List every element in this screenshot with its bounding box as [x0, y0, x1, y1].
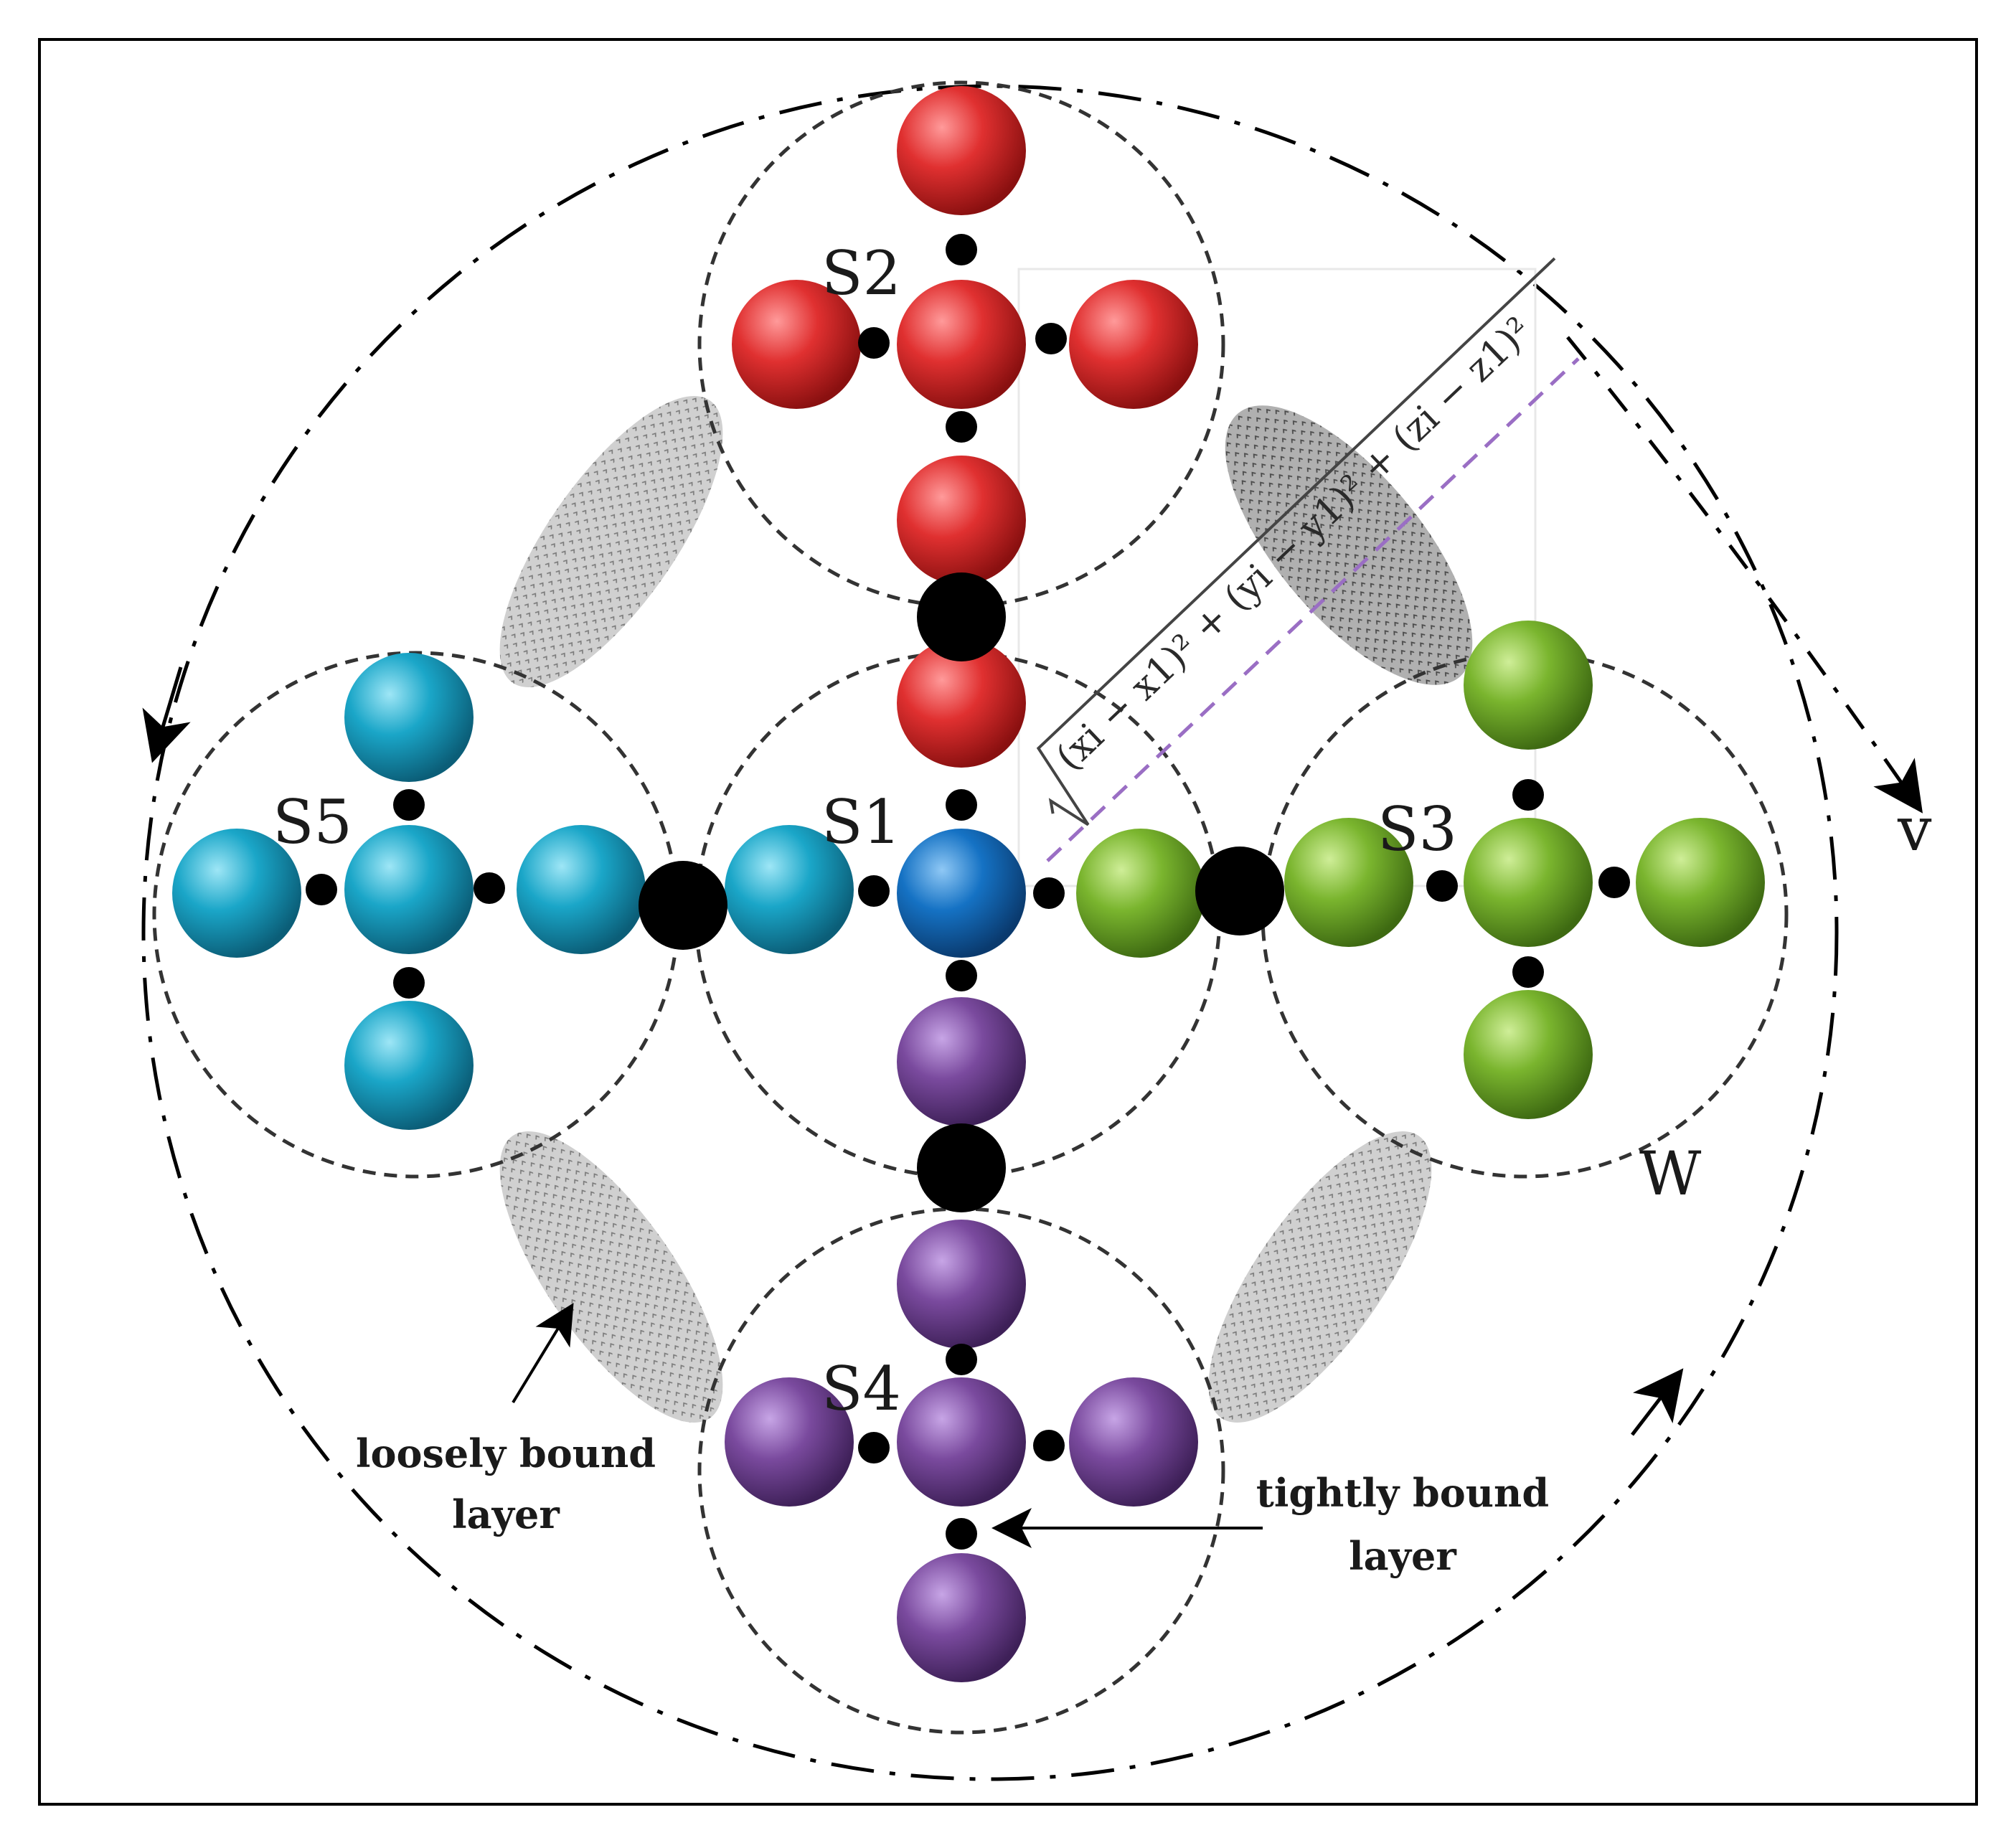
label-tightly-line1: tightly bound [1256, 1470, 1549, 1516]
molecules [172, 86, 1765, 1682]
bond-dot [393, 967, 425, 999]
bond-dot [1426, 870, 1458, 902]
atom [732, 280, 861, 409]
bond-dot [946, 411, 977, 443]
atom [1464, 990, 1593, 1119]
atom [725, 825, 854, 954]
atom [897, 456, 1026, 585]
bond-dot [1035, 323, 1067, 354]
label-loosely-line2: layer [452, 1491, 560, 1537]
molecule-s5 [172, 653, 854, 1130]
link-node-left [639, 861, 727, 950]
label-v: v [1897, 794, 1932, 864]
atom [897, 997, 1026, 1126]
arrow-outer-bottom-right [1631, 1368, 1684, 1436]
bond-dot [1512, 779, 1544, 811]
loose-layer-ellipse-bottom-right [1208, 1131, 1432, 1423]
atom [344, 825, 474, 954]
link-node-bottom [917, 1123, 1006, 1212]
velocity-arrow [1566, 336, 1923, 814]
bond-dot [946, 960, 977, 991]
molecule-s1 [858, 789, 1065, 991]
atom [344, 653, 474, 782]
outer-boundary-circle [141, 84, 1839, 1781]
atom [897, 280, 1026, 409]
atom [1636, 818, 1765, 947]
atom [1069, 1377, 1198, 1507]
bond-dot [306, 874, 337, 905]
distance-line [1046, 357, 1580, 862]
bond-dot [858, 875, 890, 907]
label-s2: S2 [821, 238, 901, 308]
radical-sign [1036, 257, 1556, 826]
arrow-outer-left [142, 666, 191, 763]
label-s5: S5 [273, 787, 352, 857]
atom [725, 1377, 854, 1507]
atom [172, 829, 301, 958]
atom [897, 638, 1026, 768]
atom [344, 1001, 474, 1130]
bond-dot [946, 1344, 977, 1375]
atom [1464, 621, 1593, 750]
center-atom [897, 829, 1026, 958]
atom [897, 1553, 1026, 1682]
link-node-right [1195, 847, 1284, 935]
molecule-s2 [732, 86, 1198, 768]
bond-dot [1033, 877, 1065, 909]
label-s1: S1 [821, 787, 901, 857]
bond-dot [474, 872, 505, 904]
label-s4: S4 [821, 1354, 901, 1424]
bond-dot [946, 789, 977, 821]
bond-dot [1512, 956, 1544, 988]
molecule-s3 [1076, 621, 1765, 1119]
bond-dot [1598, 867, 1630, 898]
bond-dot [946, 1518, 977, 1550]
molecule-s4 [725, 997, 1198, 1682]
figure-frame [38, 38, 1978, 1806]
bond-dot [946, 234, 977, 265]
atom [1284, 818, 1413, 947]
label-s3: S3 [1377, 794, 1457, 864]
bond-dot [1033, 1430, 1065, 1461]
loose-layer-ellipse-top-right [1225, 405, 1473, 685]
label-tightly-line2: layer [1349, 1533, 1456, 1579]
label-w: W [1639, 1138, 1702, 1209]
bond-dot [858, 327, 890, 359]
atom [897, 86, 1026, 215]
atom [897, 1377, 1026, 1507]
link-node-top [917, 572, 1006, 661]
bond-dot [393, 789, 425, 821]
bond-dot [858, 1432, 890, 1463]
atom [1069, 280, 1198, 409]
loose-layer-ellipse-bottom-left [499, 1131, 723, 1423]
label-loosely-line1: loosely bound [356, 1430, 656, 1476]
arrow-loosely-bound [512, 1303, 574, 1404]
atom [897, 1220, 1026, 1349]
atom [1076, 829, 1205, 958]
atom [1464, 818, 1593, 947]
loose-layer-ellipse-top-left [499, 396, 723, 687]
atom [517, 825, 646, 954]
